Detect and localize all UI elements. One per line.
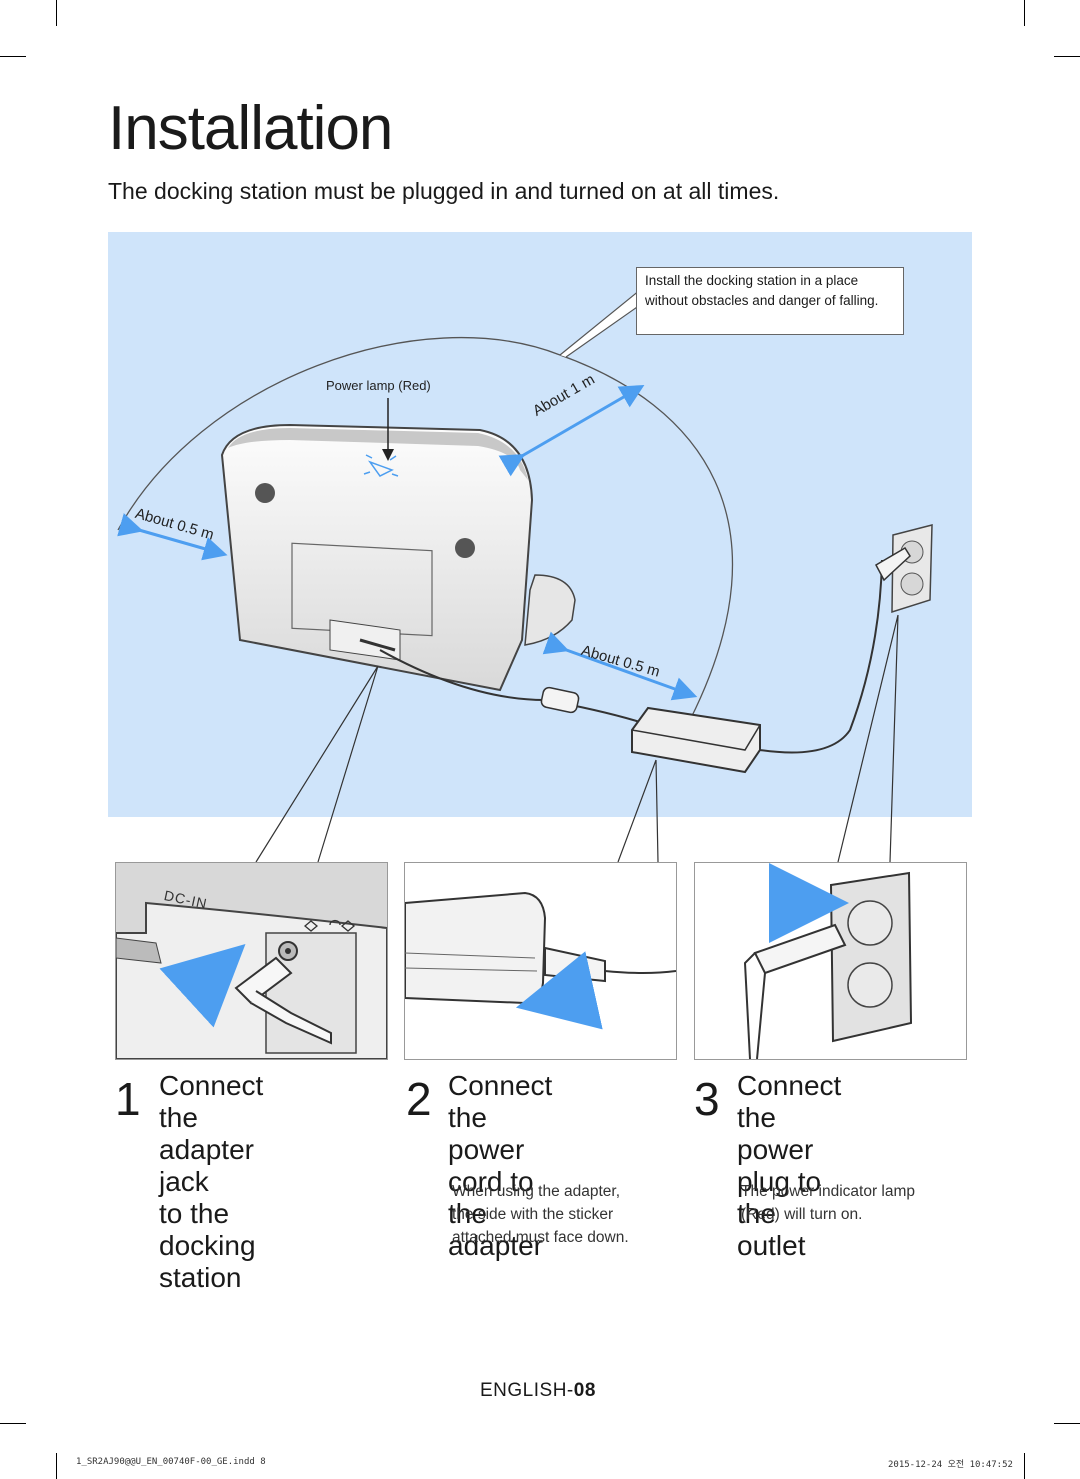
outlet-detail [695,863,966,1059]
power-adapter [631,706,761,774]
step-note: When using the adapter, the side with th… [452,1180,629,1249]
detail-panel-outlet [694,862,967,1060]
crop-mark [1054,56,1080,57]
step-number: 2 [406,1073,432,1125]
crop-mark [1024,0,1025,26]
step-number: 3 [694,1073,720,1125]
step-note-line: the side with the sticker [452,1206,614,1223]
step-note-line: When using the adapter, [452,1183,621,1200]
clearance-arc [117,336,734,721]
page-number: ENGLISH-08 [480,1380,596,1402]
step-title-line: Connect the [737,1070,842,1133]
adapter-cord-detail [405,863,676,1059]
crop-mark [1024,1453,1025,1479]
crop-mark [1054,1423,1080,1424]
step-title-line: Connect the [159,1070,264,1133]
step-title-line: the adapter [448,1198,543,1261]
power-lamp-label: Power lamp (Red) [326,378,431,393]
crop-mark [0,56,26,57]
crop-mark [56,0,57,26]
step-note-line: The power indicator lamp [741,1183,916,1200]
distance-arrow-left [117,513,228,561]
step-note-line: (Red) will turn on. [741,1206,863,1223]
distance-arrow-top [498,384,645,477]
crop-mark [56,1453,57,1479]
page-subtitle: The docking station must be plugged in a… [108,178,780,204]
print-slug-left: 1_SR2AJ90@@U_EN_00740F-00_GE.indd 8 [76,1457,266,1467]
wall-outlet [874,524,933,614]
step-title: Connect the power plug to the outlet [737,1070,841,1262]
adapter-jack-detail [116,863,387,1059]
detail-panel-dc-in: DC-IN [115,862,388,1060]
step-note-line: attached must face down. [452,1229,629,1246]
detail-panel-adapter [404,862,677,1060]
mains-cord [759,559,883,754]
step-note: The power indicator lamp (Red) will turn… [741,1180,915,1226]
step-title-line: adapter jack [159,1134,254,1197]
step-title-line: power plug to [737,1134,822,1197]
dc-cable [379,649,641,723]
page-prefix: ENGLISH- [480,1380,574,1401]
crop-mark [0,1423,26,1424]
page-title: Installation [108,94,393,163]
placement-callout: Install the docking station in a place w… [636,267,904,335]
page-number-value: 08 [573,1380,596,1401]
step-title-line: power cord to [448,1134,534,1197]
step-title-line: the outlet [737,1198,806,1261]
step-number: 1 [115,1073,141,1125]
detail-pointer-2 [617,759,659,863]
detail-pointer-3 [837,614,899,863]
print-slug-right: 2015-12-24 오전 10:47:52 [888,1460,1013,1470]
detail-pointer-1 [255,665,379,863]
step-title-line: station [159,1262,242,1293]
docking-station [220,423,576,692]
ferrite-core [540,686,580,714]
step-title: Connect the adapter jack to the docking … [159,1070,263,1294]
distance-arrow-right [542,631,698,701]
step-title: Connect the power cord to the adapter [448,1070,552,1262]
step-title-line: to the docking [159,1198,256,1261]
callout-pointer [559,288,641,358]
step-title-line: Connect the [448,1070,553,1133]
